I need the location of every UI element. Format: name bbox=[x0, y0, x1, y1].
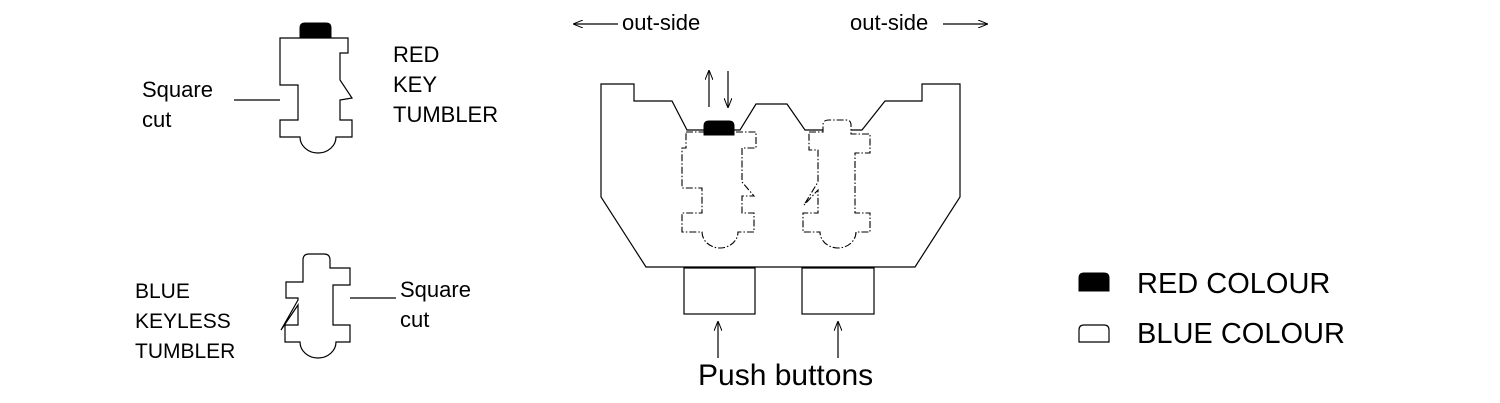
push-buttons-label: Push buttons bbox=[698, 359, 874, 392]
legend-swatches bbox=[1078, 272, 1110, 343]
blue-cut-label-line1: Square bbox=[400, 277, 471, 302]
red-tumbler-cap bbox=[299, 22, 332, 39]
right-outside-label: out-side bbox=[850, 10, 929, 35]
motion-arrows bbox=[574, 24, 987, 358]
red-cut-label-line1: Square bbox=[142, 77, 213, 102]
red-key-tumbler bbox=[234, 22, 354, 154]
housed-red-cap bbox=[703, 120, 735, 136]
blue-tumbler-body bbox=[280, 253, 351, 359]
blue-tumbler-name-line1: BLUE bbox=[135, 280, 190, 303]
housed-blue-tumbler bbox=[802, 119, 871, 249]
blue-tumbler-name-line2: KEYLESS bbox=[135, 310, 231, 333]
blue-tumbler-name-line3: TUMBLER bbox=[135, 340, 236, 363]
housed-red-tumbler bbox=[681, 131, 757, 249]
lock-body bbox=[600, 83, 961, 268]
red-tumbler-name-line1: RED bbox=[393, 42, 440, 67]
legend-blue-label: BLUE COLOUR bbox=[1137, 318, 1345, 350]
legend-red-label: RED COLOUR bbox=[1137, 268, 1331, 300]
blue-keyless-tumbler bbox=[280, 253, 396, 359]
right-push-button bbox=[801, 267, 875, 315]
red-cut-label-line2: cut bbox=[142, 107, 172, 132]
left-outside-label: out-side bbox=[622, 10, 701, 35]
lock-housing bbox=[600, 83, 961, 315]
left-push-button bbox=[683, 267, 756, 315]
red-tumbler-name-line2: KEY bbox=[393, 72, 438, 97]
legend-blue-swatch bbox=[1078, 324, 1110, 343]
red-tumbler-name-line3: TUMBLER bbox=[393, 102, 499, 127]
red-tumbler-body bbox=[279, 37, 354, 154]
legend-red-swatch bbox=[1078, 272, 1110, 292]
blue-cut-label-line2: cut bbox=[400, 307, 430, 332]
